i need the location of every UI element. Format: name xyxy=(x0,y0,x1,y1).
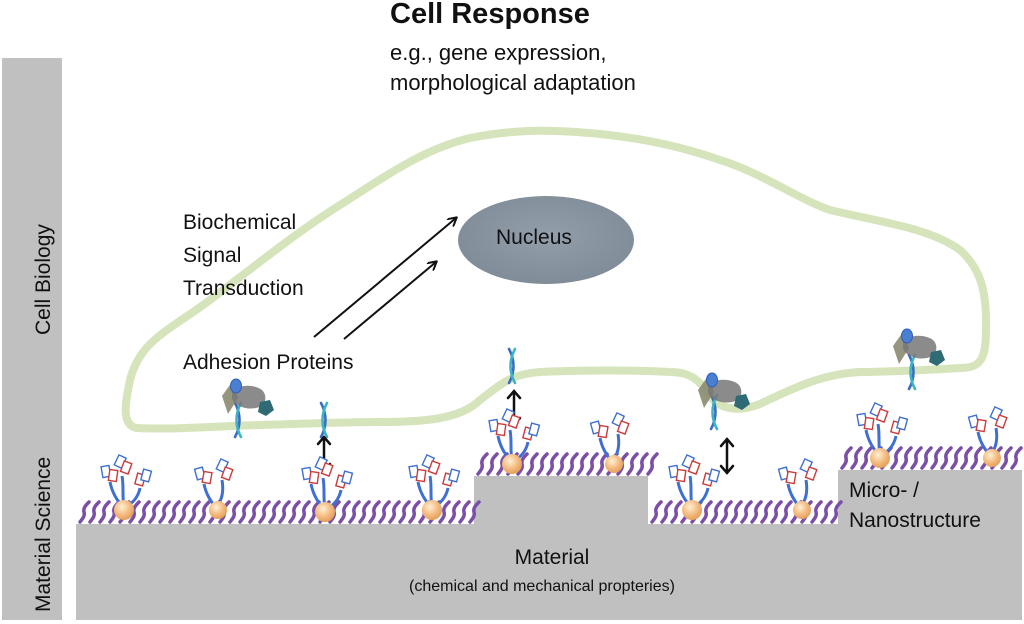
ligand-squiggle xyxy=(760,500,773,524)
receptor-icon xyxy=(193,457,235,521)
ligand-squiggle xyxy=(576,452,589,476)
signal-transduction-label: Biochemical Signal Transduction xyxy=(183,206,304,305)
ligand-squiggle xyxy=(566,452,579,476)
nucleus xyxy=(458,196,634,284)
ligand-squiggle xyxy=(388,500,401,524)
ligand-squiggle xyxy=(78,500,91,524)
receptor-icon xyxy=(407,453,461,522)
material-base xyxy=(76,524,1022,620)
ligand-squiggle xyxy=(586,452,599,476)
ligand-squiggle xyxy=(850,446,863,470)
ligand-squiggle xyxy=(248,500,261,524)
ligand-squiggle xyxy=(448,500,461,524)
ligand-squiggle xyxy=(298,500,311,524)
ligand-squiggle xyxy=(178,500,191,524)
integrin-icon xyxy=(233,401,243,439)
signal-arrow xyxy=(343,262,436,340)
adhesion-proteins-label: Adhesion Proteins xyxy=(183,351,354,374)
ligand-squiggle xyxy=(148,500,161,524)
adhesion-complex-icon xyxy=(892,328,946,367)
ligand-squiggle xyxy=(348,500,361,524)
subtitle-line: morphological adaptation xyxy=(390,70,636,95)
ligand-squiggle xyxy=(368,500,381,524)
ligand-squiggle xyxy=(476,452,489,476)
ligand-squiggle xyxy=(650,500,663,524)
nano-structure-block xyxy=(838,470,1022,524)
ligand-squiggle xyxy=(378,500,391,524)
ligand-squiggle xyxy=(88,500,101,524)
ligand-squiggle xyxy=(486,452,499,476)
ligand-squiggle xyxy=(288,500,301,524)
ligand-squiggle xyxy=(646,452,659,476)
signal-label-line: Biochemical xyxy=(183,211,297,234)
ligand-squiggle xyxy=(780,500,793,524)
ligand-squiggle xyxy=(268,500,281,524)
material-label: Material xyxy=(514,546,590,569)
ligand-squiggle xyxy=(810,500,823,524)
ligand-squiggle xyxy=(98,500,111,524)
ligand-squiggle xyxy=(910,446,923,470)
signal-label-line: Transduction xyxy=(183,277,304,300)
ligand-squiggle xyxy=(900,446,913,470)
ligand-squiggle xyxy=(970,446,983,470)
signal-label-line: Signal xyxy=(183,244,242,267)
ligand-squiggle xyxy=(890,446,903,470)
ligand-squiggle xyxy=(860,446,873,470)
cell-response-subtitle: e.g., gene expression, morphological ada… xyxy=(390,38,636,98)
nanostructure-label: Micro- / Nanostructure xyxy=(849,476,981,536)
ligand-squiggle xyxy=(710,500,723,524)
ligand-squiggle xyxy=(670,500,683,524)
ligand-squiggle xyxy=(278,500,291,524)
discipline-sidebar xyxy=(2,58,62,620)
micro-structure-block xyxy=(474,476,648,524)
ligand-squiggle xyxy=(700,500,713,524)
ligand-squiggle xyxy=(338,500,351,524)
ligand-squiggle xyxy=(228,500,241,524)
ligand-squiggle xyxy=(720,500,733,524)
ligand-squiggle xyxy=(458,500,471,524)
ligand-squiggle xyxy=(740,500,753,524)
ligand-squiggle xyxy=(556,452,569,476)
ligand-squiggle xyxy=(138,500,151,524)
ligand-squiggle xyxy=(398,500,411,524)
ligand-squiggle xyxy=(188,500,201,524)
ligand-squiggle xyxy=(158,500,171,524)
signal-arrow xyxy=(313,218,456,338)
ligand-squiggle xyxy=(750,500,763,524)
nanostructure-label-line: Micro- / xyxy=(849,479,919,502)
ligand-squiggle xyxy=(920,446,933,470)
ligand-squiggle xyxy=(940,446,953,470)
nanostructure-label-line: Nanostructure xyxy=(849,509,981,532)
ligand-squiggle xyxy=(536,452,549,476)
cell-membrane xyxy=(121,126,991,433)
ligand-squiggle xyxy=(770,500,783,524)
subtitle-line: e.g., gene expression, xyxy=(390,40,607,65)
material-properties-label: (chemical and mechanical propteries) xyxy=(409,578,675,595)
ligand-squiggle xyxy=(526,452,539,476)
cell-response-title: Cell Response xyxy=(390,0,590,30)
ligand-squiggle xyxy=(960,446,973,470)
ligand-squiggle xyxy=(198,500,211,524)
ligand-squiggle xyxy=(1000,446,1013,470)
ligand-squiggle xyxy=(1010,446,1023,470)
ligand-squiggle xyxy=(820,500,833,524)
ligand-squiggle xyxy=(950,446,963,470)
nucleus-label: Nucleus xyxy=(496,226,572,249)
ligand-squiggle xyxy=(358,500,371,524)
ligand-squiggle xyxy=(238,500,251,524)
adhesion-complex-icon xyxy=(221,378,275,417)
ligand-squiggle xyxy=(636,452,649,476)
ligand-squiggle xyxy=(168,500,181,524)
ligand-squiggle xyxy=(408,500,421,524)
binding-arrow-icon xyxy=(719,437,735,475)
ligand-squiggle xyxy=(626,452,639,476)
ligand-squiggle xyxy=(258,500,271,524)
ligand-squiggle xyxy=(660,500,673,524)
ligand-squiggle xyxy=(930,446,943,470)
ligand-squiggle xyxy=(730,500,743,524)
ligand-squiggle xyxy=(546,452,559,476)
ligand-squiggle xyxy=(840,446,853,470)
